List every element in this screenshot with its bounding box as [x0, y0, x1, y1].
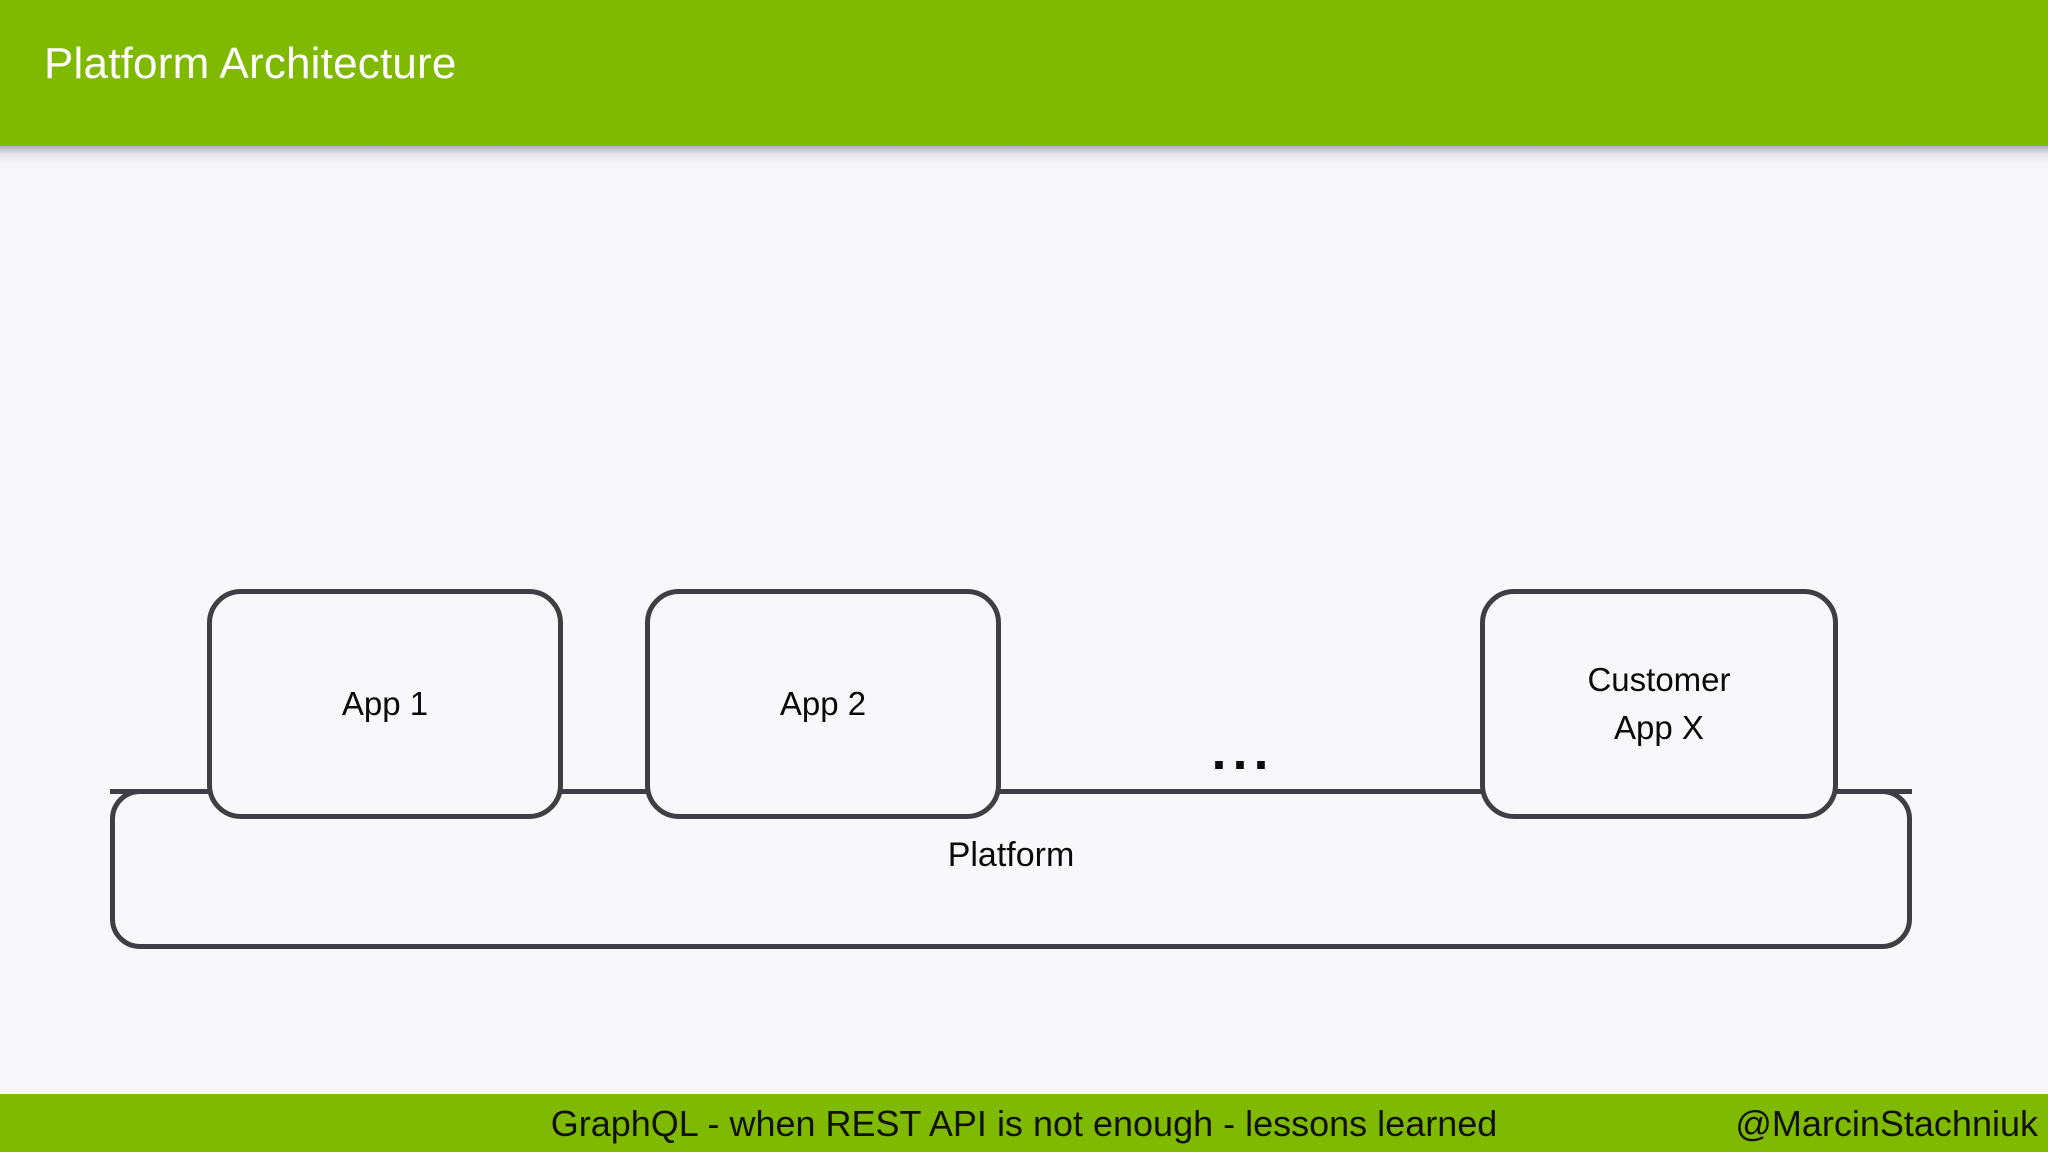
footer-speaker-handle: @MarcinStachniuk	[1735, 1103, 2038, 1144]
slide-footer-bar	[0, 1094, 2048, 1152]
page-title: Platform Architecture	[44, 39, 457, 88]
architecture-diagram: Platform App 1 App 2 Customer App X ...	[0, 146, 2048, 1094]
diagram-node-app-2-label: App 2	[779, 685, 867, 722]
diagram-node-customer-app-x[interactable]: Customer App X	[1480, 589, 1838, 819]
footer-talk-title: GraphQL - when REST API is not enough - …	[550, 1103, 1498, 1144]
diagram-node-app-2[interactable]: App 2	[645, 589, 1001, 819]
slide-header-bar	[0, 0, 2048, 146]
diagram-node-app-1-label: App 1	[341, 685, 429, 722]
diagram-node-customer-app-x-label: Customer App X	[1587, 661, 1731, 746]
diagram-node-app-1[interactable]: App 1	[207, 589, 563, 819]
platform-top-edge-line	[110, 789, 1912, 794]
diagram-node-platform-label: Platform	[947, 836, 1075, 874]
diagram-ellipsis: ...	[1211, 721, 1275, 781]
